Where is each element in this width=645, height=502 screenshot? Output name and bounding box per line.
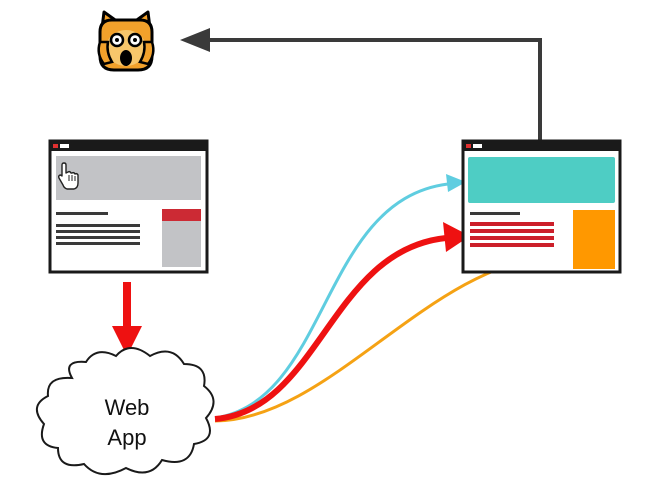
browser-window-right xyxy=(461,139,622,274)
response-arrow-cyan xyxy=(214,174,466,420)
browser-window-left xyxy=(48,139,209,274)
injected-sidebar xyxy=(573,210,615,269)
injected-banner xyxy=(468,157,615,203)
response-arrow-red xyxy=(214,222,470,422)
hero-block xyxy=(56,156,201,200)
web-app-cloud: Web App xyxy=(36,347,215,475)
cloud-label-line1: Web xyxy=(105,395,150,420)
return-arrow xyxy=(180,28,542,140)
request-arrow xyxy=(112,282,142,356)
cloud-label-line2: App xyxy=(107,425,146,450)
screaming-cat-icon xyxy=(97,10,155,72)
hand-pointer-icon xyxy=(57,162,79,190)
